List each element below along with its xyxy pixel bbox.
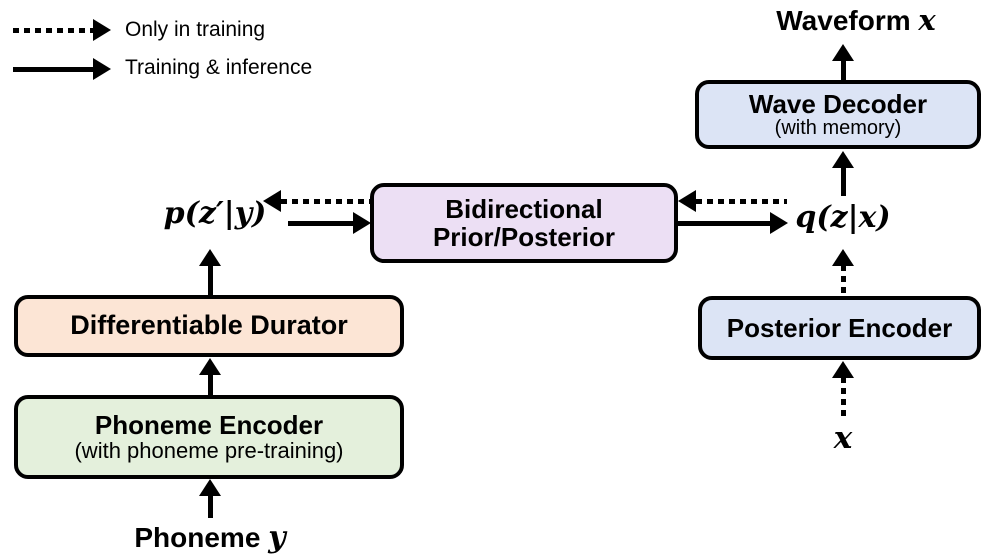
- arrow-phonenc-to-durator-head-icon: [199, 358, 221, 375]
- arrow-postenc-to-qzx-shaft: [841, 265, 846, 297]
- legend-solid-arrow-shaft: [13, 67, 93, 72]
- posterior-latent-label: q(z|x): [795, 200, 891, 235]
- node-phoneme-encoder: Phoneme Encoder (with phoneme pre-traini…: [14, 395, 404, 479]
- bidirectional-title-line1: Bidirectional: [445, 193, 603, 224]
- node-bidirectional-prior-posterior: Bidirectional Prior/Posterior: [370, 183, 678, 263]
- arrow-box-to-qzx-shaft: [678, 221, 771, 226]
- legend-label-only-training: Only in training: [125, 18, 266, 41]
- arrow-box-to-prior-head-icon: [263, 190, 281, 212]
- arrow-durator-to-prior-shaft: [208, 265, 213, 296]
- waveform-word: Waveform: [776, 5, 911, 36]
- wave-decoder-title: Wave Decoder: [748, 88, 928, 119]
- posterior-encoder-title: Posterior Encoder: [726, 312, 953, 343]
- arrow-phoneme-to-encoder-head-icon: [199, 479, 221, 496]
- arrow-qzx-to-box-head-icon: [678, 190, 696, 212]
- arrow-x-to-postenc-head-icon: [832, 361, 854, 378]
- phoneme-word: Phoneme: [134, 522, 261, 553]
- phoneme-encoder-title: Phoneme Encoder: [94, 410, 324, 441]
- legend-dotted-arrow-shaft: [13, 28, 93, 33]
- speech-input-label: x: [833, 420, 853, 456]
- durator-title: Differentiable Durator: [70, 310, 348, 341]
- waveform-var: x: [918, 3, 936, 37]
- prior-latent-label: p(z′|y): [163, 196, 267, 231]
- node-wave-decoder: Wave Decoder (with memory): [695, 80, 981, 149]
- node-posterior-encoder: Posterior Encoder: [698, 296, 981, 360]
- legend-dotted-arrow-head-icon: [93, 19, 111, 41]
- phoneme-var: y: [268, 520, 286, 555]
- arrow-decoder-to-waveform-shaft: [841, 60, 846, 81]
- phoneme-encoder-subtitle: (with phoneme pre-training): [74, 438, 344, 464]
- legend-label-training-inference: Training & inference: [125, 56, 313, 79]
- arrow-box-to-prior-shaft: [281, 199, 370, 204]
- arrow-qzx-to-box-shaft: [696, 199, 787, 204]
- arrow-decoder-to-waveform-head-icon: [832, 44, 854, 61]
- legend-solid-arrow-head-icon: [93, 58, 111, 80]
- arrow-box-to-qzx-head-icon: [770, 212, 788, 234]
- bidirectional-title-line2: Prior/Posterior: [432, 222, 616, 252]
- arrow-qzx-to-decoder-shaft: [841, 167, 846, 196]
- arrow-phoneme-to-encoder-shaft: [208, 495, 213, 518]
- arrow-durator-to-prior-head-icon: [199, 249, 221, 266]
- arrow-phonenc-to-durator-shaft: [208, 374, 213, 396]
- node-differentiable-durator: Differentiable Durator: [14, 295, 404, 357]
- arrow-qzx-to-decoder-head-icon: [832, 151, 854, 168]
- arrow-prior-to-box-head-icon: [353, 212, 371, 234]
- wave-decoder-subtitle: (with memory): [774, 117, 902, 140]
- arrow-prior-to-box-shaft: [288, 221, 354, 226]
- waveform-output-label: Waveform x: [706, 3, 987, 37]
- phoneme-input-label: Phoneme y: [60, 520, 360, 555]
- arrow-postenc-to-qzx-head-icon: [832, 249, 854, 266]
- arrow-x-to-postenc-shaft: [841, 377, 846, 420]
